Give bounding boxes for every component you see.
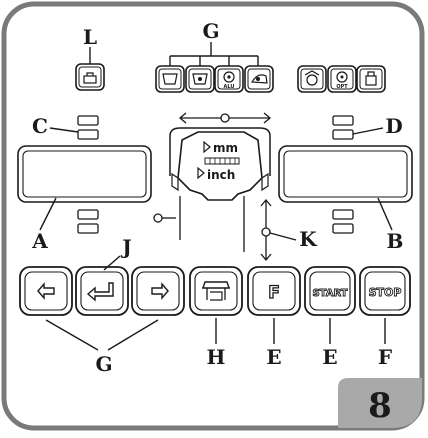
label-a: A bbox=[31, 229, 48, 253]
right-leds-top bbox=[332, 115, 354, 140]
label-l: L bbox=[83, 25, 97, 49]
balancing-key[interactable] bbox=[297, 65, 327, 93]
label-k: K bbox=[299, 227, 317, 251]
figure-badge bbox=[338, 378, 422, 428]
stop-button[interactable]: STOP bbox=[359, 266, 411, 316]
figure-number: 8 bbox=[368, 386, 392, 426]
start-button[interactable]: START bbox=[304, 266, 356, 316]
label-e-1: E bbox=[266, 345, 281, 369]
left-leds-top bbox=[77, 115, 99, 140]
unit-mm-label: mm bbox=[213, 141, 238, 155]
right-arrow-icon bbox=[151, 282, 169, 300]
enter-button[interactable] bbox=[75, 266, 129, 316]
unit-bar bbox=[204, 157, 240, 165]
wheel-mode-key-4[interactable] bbox=[244, 65, 274, 93]
weight-key[interactable] bbox=[356, 65, 386, 93]
label-e-2: E bbox=[322, 345, 337, 369]
wheel-mode-key-2[interactable] bbox=[185, 65, 215, 93]
panel-frame bbox=[1, 1, 425, 431]
opt-key[interactable]: OPT bbox=[327, 65, 357, 93]
label-c: C bbox=[32, 114, 48, 138]
opt-key-label: OPT bbox=[336, 84, 348, 90]
label-d: D bbox=[385, 114, 402, 138]
left-arrow-button[interactable] bbox=[19, 266, 73, 316]
alu-key[interactable]: ALU bbox=[214, 65, 244, 93]
start-key-label: START bbox=[312, 288, 347, 299]
label-h: H bbox=[207, 345, 226, 369]
stop-key-label: STOP bbox=[369, 286, 402, 299]
right-arrow-button[interactable] bbox=[131, 266, 185, 316]
f-key-label: F bbox=[268, 283, 280, 303]
key-l-button[interactable] bbox=[75, 63, 105, 91]
alu-key-label: ALU bbox=[224, 84, 235, 90]
label-b: B bbox=[387, 229, 404, 253]
left-display bbox=[17, 145, 152, 203]
wheel-guard-icon bbox=[202, 281, 230, 301]
label-g-top: G bbox=[202, 19, 219, 43]
wheel-mode-key-1[interactable] bbox=[155, 65, 185, 93]
right-leds-bottom bbox=[332, 209, 354, 234]
h-key-button[interactable] bbox=[189, 266, 243, 316]
label-f: F bbox=[378, 345, 392, 369]
unit-inch-label: inch bbox=[207, 168, 235, 182]
right-display bbox=[278, 145, 413, 203]
left-arrow-icon bbox=[37, 282, 55, 300]
center-arm-indicator: mm inch bbox=[153, 112, 272, 262]
enter-icon bbox=[86, 282, 114, 302]
f-key-button[interactable]: F bbox=[247, 266, 301, 316]
left-leds-bottom bbox=[77, 209, 99, 234]
label-j: J bbox=[120, 235, 131, 259]
label-g-bottom: G bbox=[95, 352, 112, 376]
